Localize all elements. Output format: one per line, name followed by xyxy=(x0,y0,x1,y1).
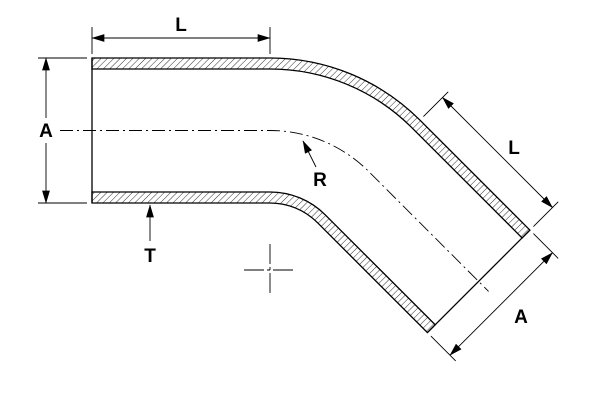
dim-angled-length-line xyxy=(442,97,553,208)
hose-centerline xyxy=(60,130,489,292)
dim-label-wall-thickness: T xyxy=(144,246,156,267)
dim-label-angled-length: L xyxy=(508,138,520,159)
dim-angled-diameter-line xyxy=(449,252,553,356)
dim-label-angled-diameter: A xyxy=(514,307,528,328)
dim-label-left-diameter: A xyxy=(39,121,53,142)
dim-label-bend-radius: R xyxy=(313,170,327,191)
dim-bend-radius-leader xyxy=(302,140,317,168)
dim-label-top-length: L xyxy=(175,15,187,36)
dim-angled-length-extension-lines xyxy=(423,91,559,227)
dim-left-diameter-label-bg xyxy=(35,118,57,143)
bend-center-mark xyxy=(244,244,296,296)
dim-angled-diameter-extension-lines xyxy=(430,233,559,362)
